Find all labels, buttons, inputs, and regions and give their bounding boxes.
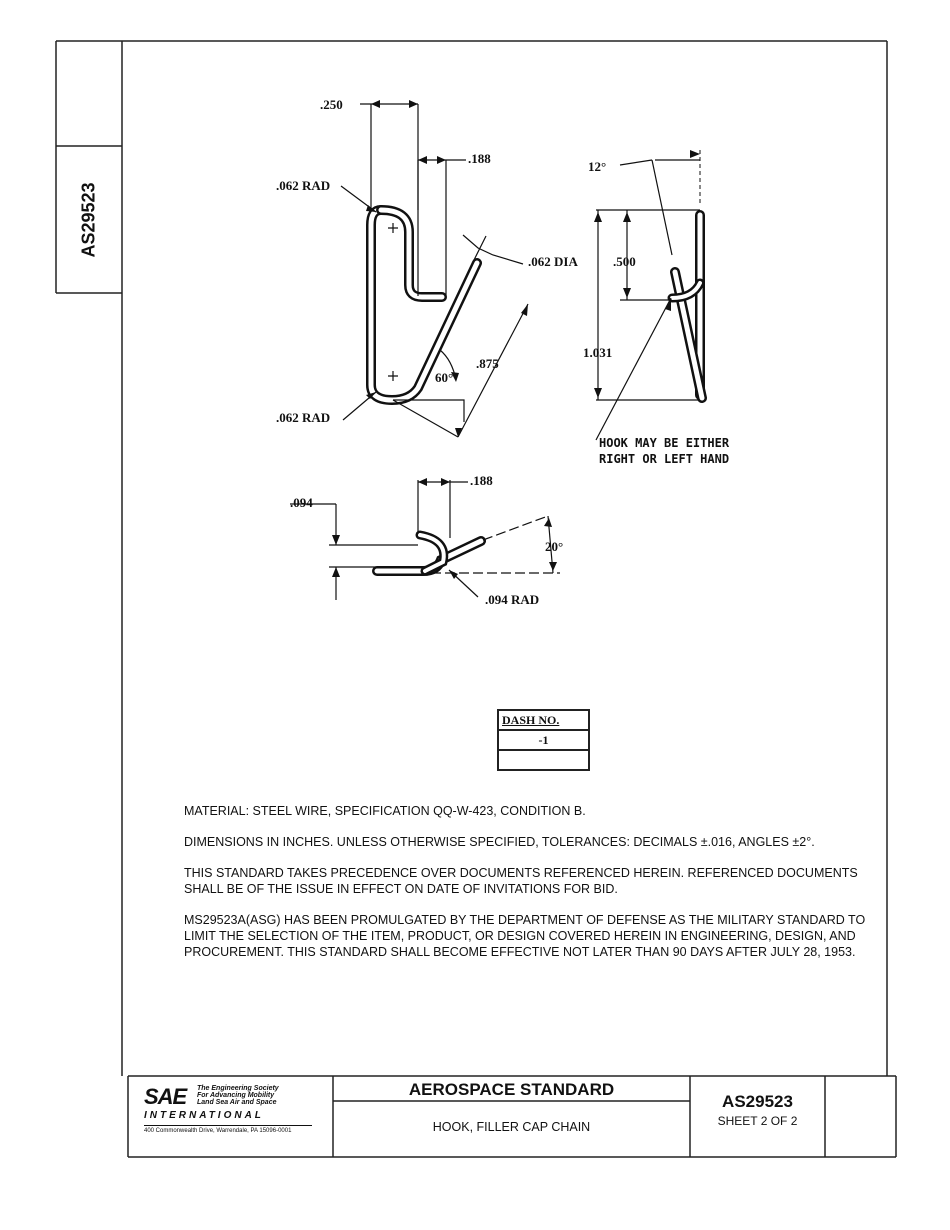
hook-side-view	[595, 150, 707, 441]
dim-188-bottom: .188	[470, 473, 493, 488]
sae-address: 400 Commonwealth Drive, Warrendale, PA 1…	[144, 1128, 292, 1134]
sae-tagline: The Engineering Society For Advancing Mo…	[197, 1085, 279, 1106]
hook-front-view	[340, 103, 529, 438]
doc-number: AS29523	[722, 1092, 793, 1111]
note-precedence: THIS STANDARD TAKES PRECEDENCE OVER DOCU…	[184, 866, 858, 896]
sheet-number: SHEET 2 OF 2	[717, 1114, 798, 1128]
dim-20-deg: 20°	[545, 539, 563, 554]
dash-table-cell: -1	[497, 729, 590, 751]
dim-1031: 1.031	[583, 345, 612, 360]
dim-062-rad-top: .062 RAD	[276, 178, 330, 193]
dim-062-dia: .062 DIA	[528, 254, 578, 269]
dim-875: .875	[476, 356, 499, 371]
general-notes: MATERIAL: STEEL WIRE, SPECIFICATION QQ-W…	[184, 803, 874, 975]
sae-logo: SAE The Engineering Society For Advancin…	[144, 1084, 334, 1144]
note-promulgation: MS29523A(ASG) HAS BEEN PROMULGATED BY TH…	[184, 913, 866, 959]
part-name: HOOK, FILLER CAP CHAIN	[432, 1120, 591, 1134]
dim-094: .094	[290, 495, 313, 510]
standard-type: AEROSPACE STANDARD	[408, 1080, 615, 1099]
sae-international: INTERNATIONAL	[144, 1110, 264, 1121]
side-tab-doc-number: AS29523	[78, 182, 99, 258]
note-dimensions: DIMENSIONS IN INCHES. UNLESS OTHERWISE S…	[184, 835, 815, 849]
dim-062-rad-bottom: .062 RAD	[276, 410, 330, 425]
dim-60-deg: 60°	[435, 370, 453, 385]
side-view-arrows	[594, 150, 700, 398]
side-tab: AS29523	[56, 148, 122, 293]
note-material: MATERIAL: STEEL WIRE, SPECIFICATION QQ-W…	[184, 804, 586, 818]
hook-note-line-2: RIGHT OR LEFT HAND	[599, 452, 729, 466]
dash-number-table: DASH NO. -1	[497, 709, 590, 771]
dim-500: .500	[613, 254, 636, 269]
dim-250: .250	[320, 97, 343, 112]
dimension-labels: .250 .188 .062 RAD .062 DIA .875 60° .06…	[276, 97, 730, 607]
dim-094-rad: .094 RAD	[485, 592, 539, 607]
sae-logo-mark: SAE	[144, 1084, 187, 1109]
dash-table-cell	[497, 749, 590, 771]
front-view-arrows	[366, 100, 528, 437]
dash-table-header: DASH NO.	[497, 709, 590, 731]
top-view-arrows	[332, 478, 557, 579]
title-block: SAE The Engineering Society For Advancin…	[128, 1076, 896, 1157]
hook-top-view	[290, 480, 560, 600]
hook-note-line-1: HOOK MAY BE EITHER	[599, 436, 730, 450]
dim-12-deg: 12°	[588, 159, 606, 174]
sheet-frame	[55, 40, 897, 1158]
dim-188-top: .188	[468, 151, 491, 166]
